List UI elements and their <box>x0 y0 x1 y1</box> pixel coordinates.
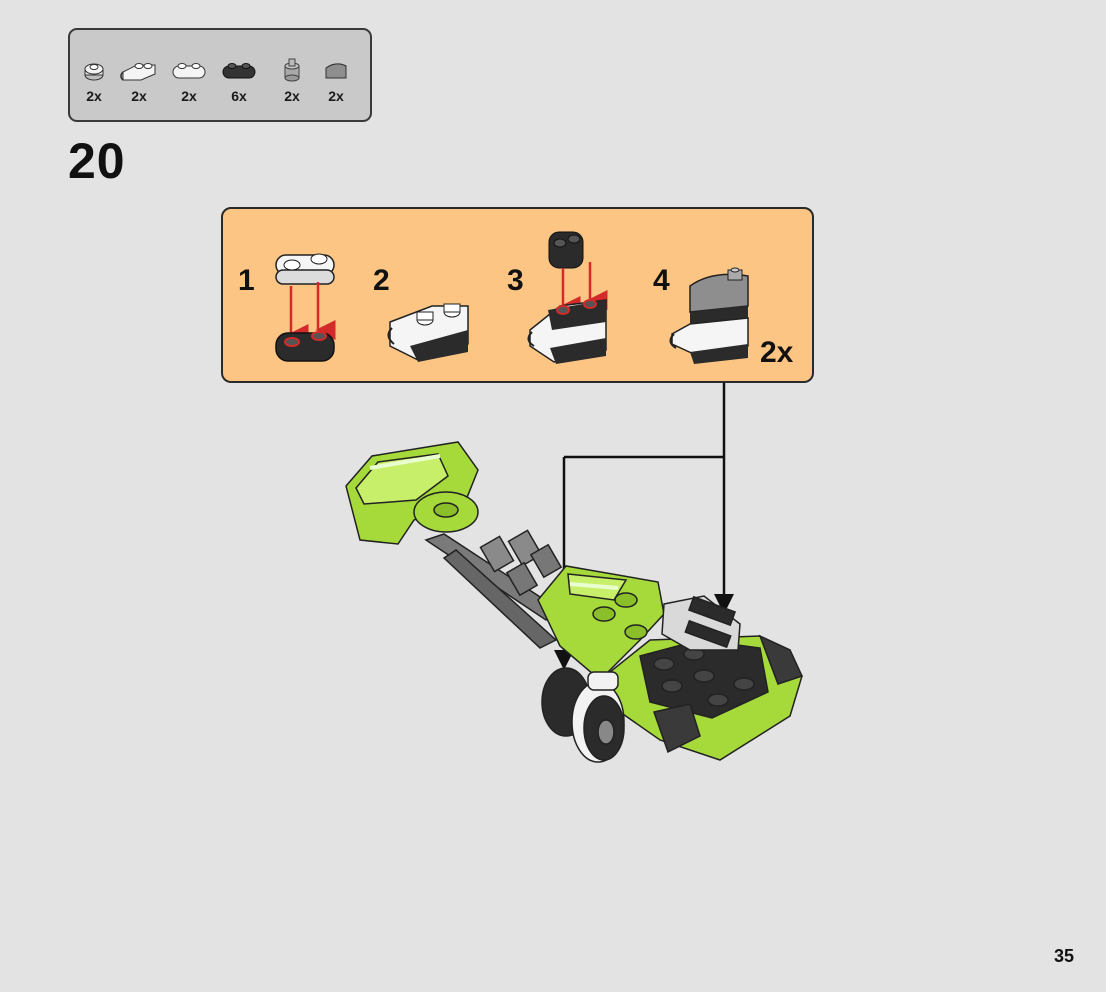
sub-step-2-illustration <box>387 303 469 362</box>
part-quantity: 2x <box>86 88 102 104</box>
slope-tile-gray-icon <box>325 63 347 79</box>
sub-step-2-label: 2 <box>373 264 390 297</box>
part-quantity: 2x <box>284 88 300 104</box>
sub-step-1-illustration <box>275 253 336 362</box>
part-item: 2x <box>117 30 161 124</box>
parts-list-box: 2x 2x 2x 6x 2x <box>68 28 372 122</box>
main-model-illustration <box>345 441 804 763</box>
page-number: 35 <box>1054 946 1075 966</box>
part-item: 2x <box>72 30 116 124</box>
part-item: 2x <box>167 30 211 124</box>
plate-1x2-white-icon <box>172 63 206 79</box>
callout-arrowhead-right <box>714 594 734 614</box>
sub-step-3-illustration <box>527 231 608 364</box>
part-quantity: 2x <box>328 88 344 104</box>
part-item: 2x <box>314 30 358 124</box>
plate-with-clip-white-icon <box>120 63 156 81</box>
sub-assembly-multiplier: 2x <box>760 336 794 369</box>
round-brick-light-gray-icon <box>284 58 300 82</box>
part-quantity: 2x <box>181 88 197 104</box>
callout-arrowhead-left <box>554 650 574 670</box>
part-item: 2x <box>270 30 314 124</box>
part-item: 6x <box>217 30 261 124</box>
part-quantity: 6x <box>231 88 247 104</box>
sub-step-4-illustration <box>669 267 749 364</box>
sub-step-1-label: 1 <box>238 264 255 297</box>
round-plate-light-gray-icon <box>84 63 104 81</box>
part-quantity: 2x <box>131 88 147 104</box>
plate-1x2-black-icon <box>222 63 256 79</box>
sub-step-4-label: 4 <box>653 264 670 297</box>
step-number: 20 <box>68 133 126 189</box>
sub-step-3-label: 3 <box>507 264 524 297</box>
